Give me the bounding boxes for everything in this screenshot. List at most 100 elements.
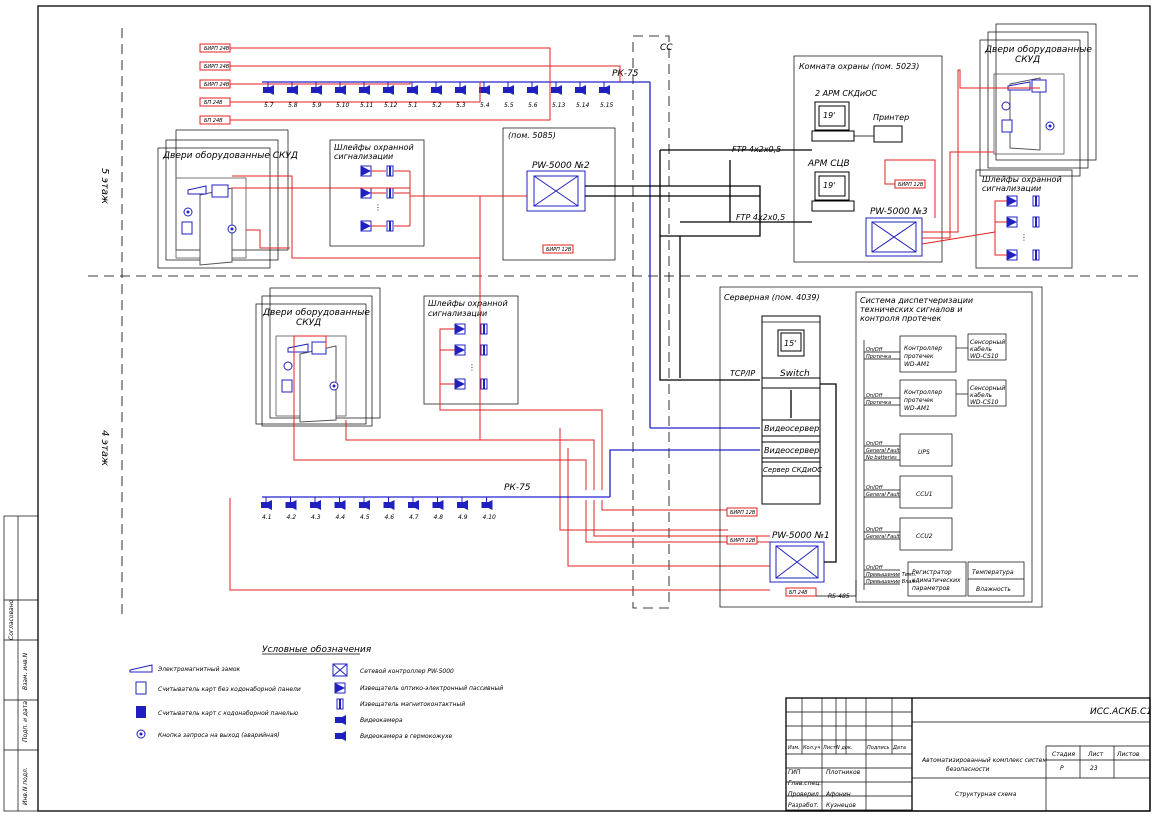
stamp-inv: Инв.N подл. (22, 767, 29, 805)
svg-text:Сенсорный: Сенсорный (970, 385, 1005, 392)
video-camera: 5.4 (479, 82, 490, 109)
loops-5-right: Шлейфы охранной сигнализации ⋮ (921, 169, 1073, 269)
legend-item-9: Видеокамера в гермокожухе (360, 733, 453, 740)
video-camera: 5.10 (335, 82, 350, 109)
rk75-top-label: РК-75 (612, 69, 639, 79)
camera-bus-bottom: РК-75 (262, 449, 760, 498)
video-camera: 5.9 (311, 82, 322, 109)
side-stamp: Согласовано Взам. инв.N Подп. и дата Инв… (3, 515, 39, 812)
floor-5-label: 5 этаж (99, 168, 110, 204)
stage-header: Стадия (1052, 751, 1075, 758)
server-room-title: Серверная (пом. 4039) (724, 293, 820, 302)
camera-label: 4.4 (336, 514, 346, 521)
svg-text:WD-AM1: WD-AM1 (904, 361, 930, 368)
loops-5-left-title-2: сигнализации (334, 152, 393, 161)
svg-text:кабель: кабель (970, 346, 993, 353)
legend-title: Условные обозначения (262, 645, 372, 655)
cc-cable-channel (632, 35, 670, 609)
tb-header-cell: Кол.уч (803, 745, 820, 751)
camera-label: 5.1 (408, 102, 418, 109)
doors-5-right: Двери оборудованные СКУД (922, 23, 1097, 239)
tb-role: Разработ. (788, 802, 819, 809)
guard-room-psu: БИРП 12В (898, 182, 924, 188)
room-5085-title: (пом. 5085) (508, 131, 556, 140)
svg-text:WD-AM1: WD-AM1 (904, 405, 930, 412)
svg-text:протечек: протечек (904, 353, 934, 360)
video-camera: 5.11 (359, 82, 373, 109)
camera-label: 4.3 (311, 514, 321, 521)
drawing-code: ИСС.АСКБ.С1 (1090, 707, 1152, 717)
camera-label: 5.4 (480, 102, 490, 109)
psu-label: БП 24В (204, 100, 223, 106)
signal-label: Превышение Влажн. (866, 579, 921, 585)
power-supply: БП 24В (199, 82, 551, 125)
camera-label: 4.5 (360, 514, 370, 521)
video-camera: 4.7 (408, 497, 419, 521)
camera-label: 4.2 (287, 514, 297, 521)
sheet-value: 23 (1090, 765, 1098, 772)
pw5000-3-label: PW-5000 №3 (870, 207, 928, 217)
stage-value: Р (1060, 765, 1064, 772)
legend: Условные обозначения Электромагнитный за… (129, 645, 503, 741)
arm2-monitor: 19' (823, 181, 835, 190)
signal-label: On/Off (866, 485, 884, 491)
signal-label: On/Off (866, 565, 884, 571)
signal-label: Протечка (866, 400, 891, 406)
camera-label: 5.9 (312, 102, 322, 109)
skd-server: Сервер СКДиОС (763, 466, 822, 474)
video-camera: 5.14 (575, 82, 590, 109)
dispatch-system: Система диспетчеризации технических сигн… (855, 291, 1033, 603)
video-camera: 4.5 (359, 497, 370, 521)
svg-text:WD-CS10: WD-CS10 (970, 399, 999, 406)
video-server-2: Видеосервер (764, 446, 819, 455)
power-supply: БИРП 24В (199, 61, 621, 82)
loops-4: Шлейфы охранной сигнализации ⋮ (423, 295, 519, 405)
video-camera: 5.2 (431, 82, 442, 109)
loops-5-left-title-1: Шлейфы охранной (334, 143, 414, 152)
tb-role: Глав.спец. (788, 780, 821, 787)
video-camera: 5.5 (503, 82, 514, 109)
video-server-1: Видеосервер (764, 424, 819, 433)
svg-text:Система диспетчеризации: Система диспетчеризации (860, 296, 973, 305)
pw5000-2-label: PW-5000 №2 (532, 161, 590, 171)
ftp-cable-1: FTP 4х2х0,5 (732, 145, 781, 154)
svg-text:⋮: ⋮ (374, 203, 382, 212)
sheets-header: Листов (1116, 751, 1140, 758)
rk75-bottom-label: РК-75 (504, 483, 531, 493)
camera-label: 5.3 (456, 102, 466, 109)
camera-label: 5.12 (384, 102, 398, 109)
cc-label: СС (660, 43, 673, 53)
tb-name: Афонин (825, 791, 851, 798)
svg-text:WD-CS10: WD-CS10 (970, 353, 999, 360)
video-camera: 5.15 (599, 82, 614, 109)
psu-label: БП 24В (204, 118, 223, 124)
doors-4: Двери оборудованные СКУД (255, 287, 381, 427)
camera-label: 4.10 (483, 514, 497, 521)
arm2-label: АРМ СЦВ (807, 159, 850, 169)
tb-header-cell: Дата (892, 745, 906, 751)
tb-header-cell: Изм. (788, 745, 800, 751)
video-camera: 4.10 (481, 497, 497, 521)
svg-text:климатических: климатических (912, 577, 961, 584)
legend-item-5: Сетевой контроллер PW-5000 (360, 668, 454, 675)
camera-label: 4.8 (434, 514, 444, 521)
svg-text:Регистратор: Регистратор (912, 569, 952, 576)
svg-text:Контроллер: Контроллер (904, 345, 942, 352)
svg-text:Шлейфы охранной: Шлейфы охранной (428, 299, 508, 308)
camera-label: 5.5 (504, 102, 514, 109)
arm1-monitor: 19' (823, 111, 835, 120)
ccu2-label: CCU2 (916, 533, 933, 540)
server-room: Серверная (пом. 4039) 15' Switch TCP/IP … (719, 286, 1043, 608)
power-supply: БИРП 24В (199, 79, 411, 89)
video-camera: 5.3 (455, 82, 466, 109)
rs485-label: RS-485 (828, 593, 850, 600)
psu-label: БИРП 24В (204, 82, 230, 88)
video-camera: 5.8 (287, 82, 298, 109)
svg-text:контроля протечек: контроля протечек (860, 314, 941, 323)
video-camera: 4.3 (310, 497, 321, 521)
svg-text:сигнализации: сигнализации (982, 184, 1041, 193)
